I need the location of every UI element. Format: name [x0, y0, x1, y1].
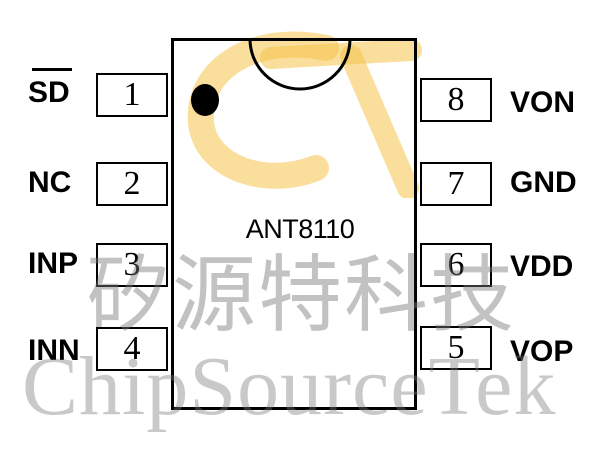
- cst-logo: [187, 31, 422, 198]
- pin-label-sd: SD: [28, 76, 70, 109]
- part-number: ANT8110: [245, 214, 355, 244]
- logo-t-stem: [340, 45, 419, 198]
- watermark-chinese: 矽源特科技: [86, 246, 517, 344]
- pin-label-inp: INP: [28, 247, 79, 280]
- pin-box-8: 8: [420, 78, 492, 122]
- pin-label-vdd: VDD: [510, 250, 574, 283]
- chip-body: [171, 38, 417, 410]
- pin-box-3: 3: [96, 243, 168, 287]
- pin-box-6: 6: [420, 243, 492, 287]
- pin-box-4: 4: [96, 327, 168, 371]
- pin-box-5: 5: [420, 326, 492, 370]
- sd-overbar: [32, 68, 72, 71]
- pin-label-von: VON: [510, 86, 576, 119]
- pin-label-nc: NC: [28, 166, 72, 199]
- pin-label-inn: INN: [28, 334, 80, 367]
- pin-box-1: 1: [96, 73, 168, 117]
- watermark-english: ChipSourceTek: [22, 340, 557, 433]
- pin1-indicator-dot: [191, 84, 219, 116]
- pin-box-7: 7: [420, 162, 492, 206]
- pin-label-gnd: GND: [510, 166, 577, 199]
- pin-box-2: 2: [96, 162, 168, 206]
- pin-label-vop: VOP: [510, 335, 574, 368]
- chip-notch: [248, 39, 352, 91]
- logo-c-stroke: [187, 31, 339, 189]
